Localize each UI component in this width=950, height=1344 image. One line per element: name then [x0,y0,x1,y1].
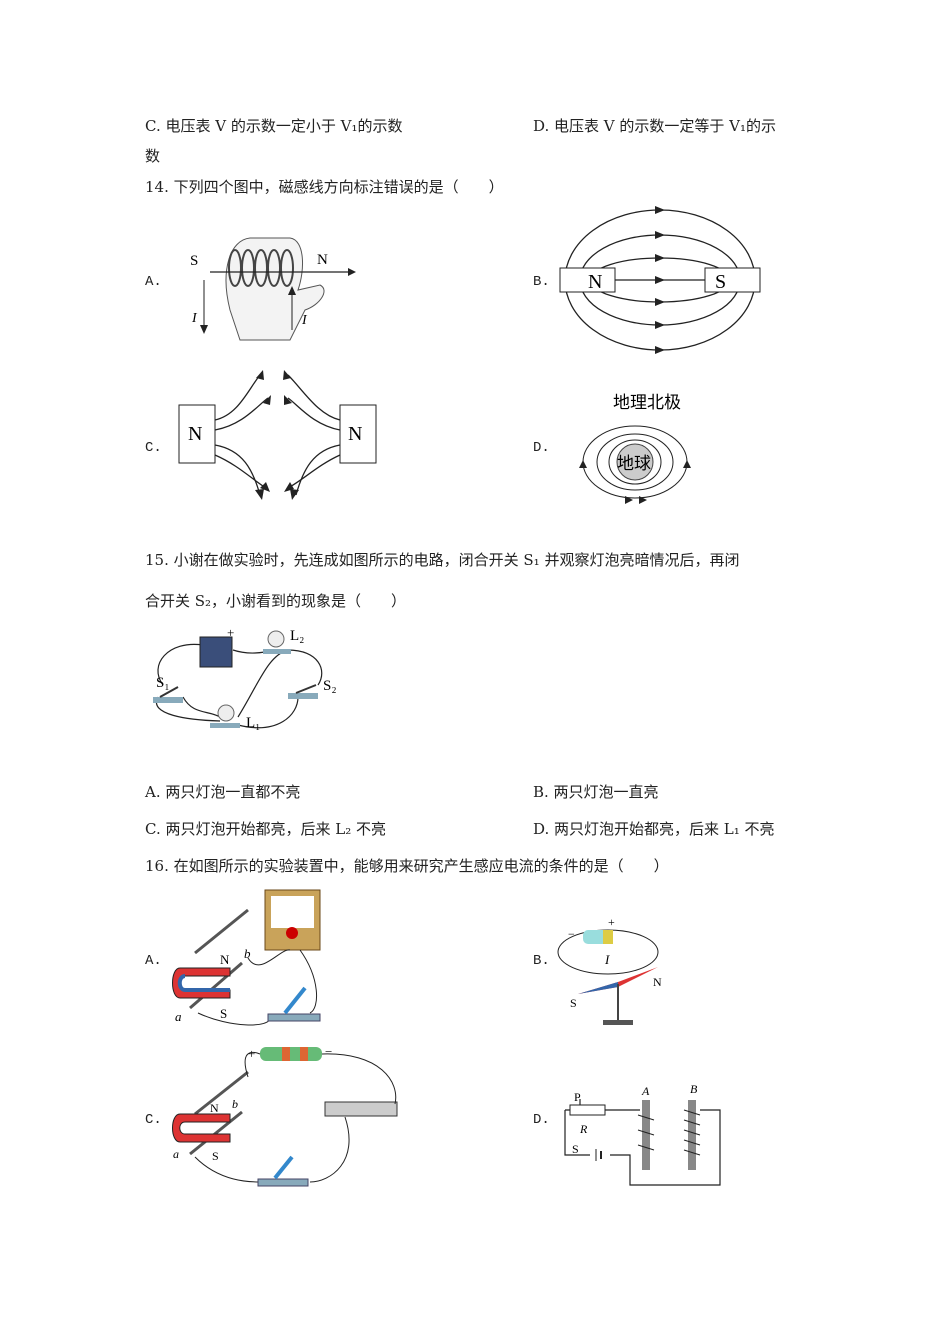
fig-label: S₁ [156,675,170,691]
fig-label: + [608,915,615,929]
q15-circuit-figure: + L₂ L₁ S₁ S₂ [153,625,337,731]
fig-label: N [188,423,202,445]
fig-label: + [248,1046,255,1061]
fig-label: N [317,252,328,268]
q16-label-d[interactable]: D. [533,1112,550,1128]
fig-label: L₂ [290,628,304,644]
q14-label-b[interactable]: B. [533,274,550,290]
q14-label-a[interactable]: A. [145,274,162,290]
q15-option-d[interactable]: D. 两只灯泡开始都亮，后来 L₁ 不亮 [533,820,775,838]
fig-label: S [572,1142,579,1156]
q15-stem-line1: 15. 小谢在做实验时，先连成如图所示的电路，闭合开关 S₁ 并观察灯泡亮暗情况… [145,551,740,569]
fig-label: b [244,946,251,961]
fig-label: b [232,1097,238,1111]
fig-label: S [220,1006,227,1021]
q16-label-a[interactable]: A. [145,953,162,969]
q15-option-a[interactable]: A. 两只灯泡一直都不亮 [145,783,301,801]
q16-label-b[interactable]: B. [533,953,550,969]
q13-option-c[interactable]: C. 电压表 V 的示数一定小于 V₁的示数 [145,117,403,135]
q15-stem-line2: 合开关 S₂，小谢看到的现象是（ ） [145,592,407,610]
q14-figure-c: N N [178,370,377,500]
fig-label: 地理北极 [613,393,681,412]
fig-label: − [325,1044,332,1059]
fig-label: R [579,1122,588,1136]
q14-figure-a: S N I I [190,237,356,341]
fig-label: N [653,975,662,989]
fig-label: S₂ [323,678,337,694]
fig-label: L₁ [246,715,260,731]
q15-option-b[interactable]: B. 两只灯泡一直亮 [533,783,659,801]
q14-label-c[interactable]: C. [145,440,162,456]
fig-label: N [210,1101,219,1115]
fig-label: N [220,952,230,967]
fig-label: P [574,1090,581,1104]
fig-label: S [570,996,577,1010]
q15-option-c[interactable]: C. 两只灯泡开始都亮，后来 L₂ 不亮 [145,820,386,838]
fig-label: a [175,1009,182,1024]
fig-label: I [301,313,308,328]
fig-label: S [715,271,726,293]
q14-figure-b: N S [559,206,761,354]
q14-stem: 14. 下列四个图中，磁感线方向标注错误的是（ ） [145,178,504,196]
q16-stem: 16. 在如图所示的实验装置中，能够用来研究产生感应电流的条件的是（ ） [145,857,669,875]
fig-label: B [690,1082,698,1096]
fig-label: S [190,253,198,269]
fig-label: 地球 [617,454,651,473]
fig-label: A [641,1084,650,1098]
fig-label: I [604,952,610,967]
fig-label: I [191,311,198,326]
q16-figure-b: + − I N S [557,915,662,1025]
q16-figure-a: N S a b [172,889,321,1026]
q16-label-c[interactable]: C. [145,1112,162,1128]
q13-option-d-cont: 数 [145,147,161,165]
fig-label: N [588,271,602,293]
fig-label: a [173,1147,179,1161]
fig-label: N [348,423,362,445]
q14-label-d[interactable]: D. [533,440,550,456]
fig-label: − [568,927,575,941]
q16-figure-d: P R S A B [564,1082,721,1186]
q16-figure-c: + − N S a b [172,1044,398,1187]
q13-option-d[interactable]: D. 电压表 V 的示数一定等于 V₁的示 [533,117,777,135]
fig-label: + [227,625,234,640]
q14-figure-d: 地理北极 地球 [579,393,691,504]
fig-label: S [212,1149,219,1163]
